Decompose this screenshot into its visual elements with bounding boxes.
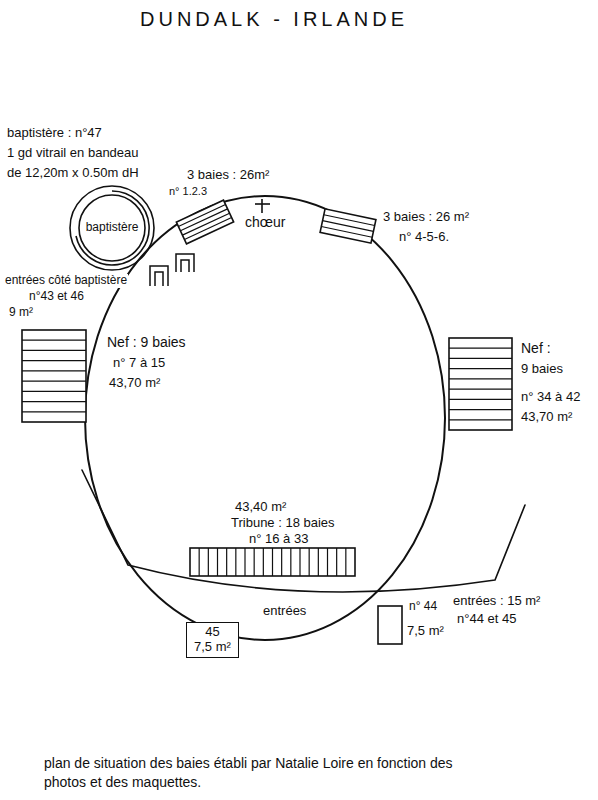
node-text: 43,70 m²: [520, 410, 573, 425]
note-label: de 12,20m x 0.50m dH: [6, 166, 140, 181]
node-text: 3 baies : 26m²: [186, 168, 270, 183]
node-text: n° 1.2.3: [168, 185, 208, 198]
window-stripes: [190, 548, 355, 576]
note-label: n°43 et 46: [28, 290, 85, 304]
node-text: n° 34 à 42: [520, 390, 581, 405]
window-stripes: [176, 200, 233, 244]
node-text: 45: [193, 625, 232, 640]
outline: [79, 195, 145, 261]
node-text: Nef : 9 baies: [106, 334, 187, 350]
church-outline: chœur 43,40 m²Tribune : 18 baiesn° 16 à 3…: [85, 196, 445, 640]
entrance-symbol: [176, 254, 194, 272]
entrance-outline: [378, 606, 402, 644]
window-stripes: [449, 338, 512, 430]
node-text: n° 44: [408, 600, 438, 614]
title: DUNDALK - IRLANDE: [140, 8, 408, 31]
window-stripes: [22, 330, 86, 422]
note-label: entrées: [262, 604, 307, 619]
node-text: n° 16 à 33: [248, 532, 309, 547]
note-label: 9 m²: [8, 306, 34, 320]
tribune-outline: [82, 470, 525, 592]
note-label: entrées : 15 m²: [452, 594, 541, 609]
node-text: 7,5 m²: [193, 640, 232, 655]
caption: plan de situation des baies établi par N…: [44, 754, 464, 792]
node-text: 3 baies : 26 m²: [382, 210, 470, 225]
node-text: n° 4-5-6.: [398, 230, 450, 245]
outline: [85, 196, 445, 640]
tribune-band: 43,40 m²Tribune : 18 baiesn° 16 à 33: [188, 500, 360, 580]
note-label: n°44 et 45: [456, 612, 517, 627]
window-band: Nef : 9 baies n° 34 à 42 43,70 m²: [446, 334, 594, 434]
outline: [70, 186, 154, 270]
note-label: 1 gd vitrail en bandeau: [6, 146, 140, 161]
note-label: baptistère : n°47: [6, 126, 103, 141]
entrance-box: 457,5 m²: [186, 622, 239, 658]
cross-symbol: [261, 199, 263, 213]
note-label: entrées côté baptistère: [4, 274, 128, 288]
node-text: Nef :: [520, 340, 552, 356]
node-text: 43,70 m²: [108, 376, 161, 391]
node-text: n° 7 à 15: [112, 356, 166, 371]
node-text: Tribune : 18 baies: [230, 516, 336, 531]
node-text: chœur: [244, 214, 286, 230]
entrance-symbol: [150, 266, 168, 286]
node-text: 9 baies: [520, 362, 564, 377]
window-band: 3 baies : 26m² n° 1.2.3: [165, 166, 290, 248]
entrance-box: n° 44 7,5 m²: [376, 600, 456, 648]
window-band: Nef : 9 baies n° 7 à 15 43,70 m²: [18, 326, 208, 426]
spiral-arc: [76, 191, 149, 265]
window-stripes: [320, 209, 376, 243]
baptistery-circle: baptistère: [68, 184, 156, 272]
node-text: 43,40 m²: [234, 500, 287, 515]
node-text: 7,5 m²: [406, 624, 445, 639]
cross-symbol: [255, 203, 270, 205]
node-text: baptistère: [85, 221, 140, 235]
window-band: 3 baies : 26 m² n° 4-5-6.: [318, 205, 493, 250]
